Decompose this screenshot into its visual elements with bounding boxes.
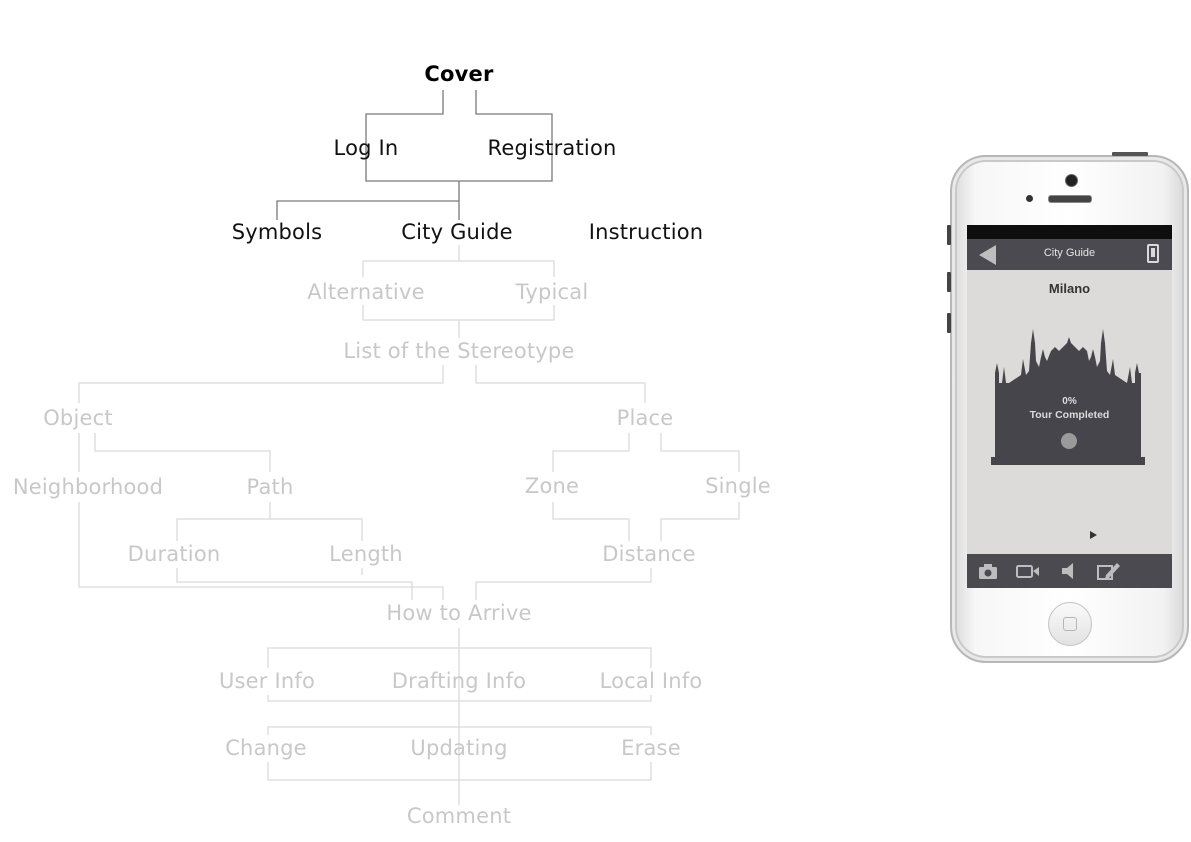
camera-icon[interactable] — [978, 561, 998, 581]
home-button[interactable] — [1048, 602, 1092, 646]
volume-up-button — [947, 272, 951, 292]
cathedral-silhouette-icon — [991, 329, 1145, 465]
pencil-icon[interactable] — [1097, 561, 1121, 581]
node-how-to-arrive: How to Arrive — [386, 601, 532, 625]
mute-switch — [947, 225, 951, 245]
status-bar — [967, 225, 1172, 239]
node-place: Place — [616, 406, 674, 430]
node-symbols: Symbols — [231, 220, 323, 244]
node-registration: Registration — [487, 136, 617, 160]
media-toolbar — [967, 554, 1172, 588]
video-icon[interactable] — [1016, 561, 1040, 581]
app-nav-bar: City Guide — [967, 239, 1172, 270]
audio-icon[interactable] — [1060, 561, 1078, 581]
node-object: Object — [43, 406, 113, 430]
node-instruction: Instruction — [588, 220, 704, 244]
node-typical: Typical — [515, 280, 589, 304]
node-city-guide: City Guide — [401, 220, 513, 244]
node-path: Path — [246, 475, 294, 499]
city-name: Milano — [1048, 281, 1091, 296]
play-icon[interactable] — [1090, 531, 1097, 539]
node-erase: Erase — [621, 736, 681, 760]
node-cover: Cover — [424, 62, 494, 86]
volume-down-button — [947, 313, 951, 333]
proximity-sensor — [1026, 195, 1033, 202]
nav-title: City Guide — [1043, 247, 1096, 259]
node-log-in: Log In — [333, 136, 399, 160]
home-square-icon — [1063, 617, 1077, 631]
back-arrow-icon[interactable] — [979, 245, 996, 265]
device-icon[interactable] — [1147, 244, 1159, 263]
progress-indicator[interactable] — [1061, 433, 1077, 449]
node-local-info: Local Info — [599, 669, 703, 693]
front-camera-icon — [1065, 174, 1078, 187]
node-change: Change — [225, 736, 307, 760]
node-neighborhood: Neighborhood — [12, 475, 164, 499]
progress-percent: 0% — [1062, 396, 1077, 407]
node-duration: Duration — [127, 542, 221, 566]
progress-label: Tour Completed — [1029, 409, 1110, 421]
node-comment: Comment — [406, 804, 512, 828]
node-user-info: User Info — [218, 669, 316, 693]
node-distance: Distance — [602, 542, 696, 566]
node-single: Single — [705, 474, 771, 498]
node-drafting-info: Drafting Info — [391, 669, 527, 693]
phone-mockup: City Guide Milano 0% Tour Completed — [947, 152, 1189, 663]
node-stereotype-list: List of the Stereotype — [343, 339, 575, 363]
node-alternative: Alternative — [307, 280, 425, 304]
node-zone: Zone — [524, 474, 580, 498]
power-button — [1112, 152, 1148, 156]
earpiece-speaker — [1048, 195, 1092, 203]
node-length: Length — [329, 542, 403, 566]
phone-screen: City Guide Milano 0% Tour Completed — [967, 225, 1172, 588]
node-updating: Updating — [410, 736, 508, 760]
